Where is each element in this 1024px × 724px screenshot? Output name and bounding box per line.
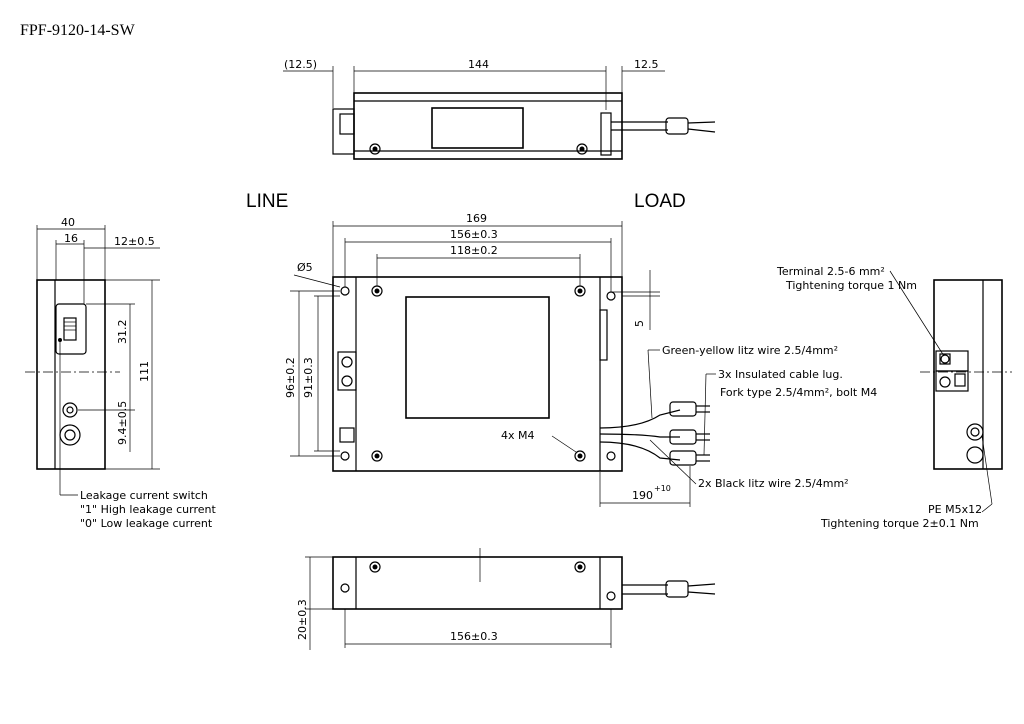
terminal-note-line1: Terminal 2.5-6 mm² (776, 265, 885, 278)
bottom-view: 20±0.3 156±0.3 (296, 548, 716, 650)
bottom-dim-height: 20±0.3 (296, 599, 309, 640)
top-dim-left: (12.5) (284, 58, 317, 71)
left-dim-width: 40 (61, 216, 75, 229)
right-view (920, 279, 1012, 470)
line-label: LINE (246, 191, 288, 212)
front-cable-length: 190 (632, 489, 653, 502)
switch-note-line1: Leakage current switch (80, 489, 208, 502)
front-dim-right-small: 5 (633, 320, 646, 327)
front-screws-label: 4x M4 (501, 429, 535, 442)
drawing-title: FPF-9120-14-SW (20, 22, 135, 39)
front-view: 169 156±0.3 118±0.2 Ø5 5 96±0.2 91±0.3 4… (284, 212, 710, 507)
front-dim-outer: 156±0.3 (450, 228, 498, 241)
left-dim-31: 31.2 (116, 320, 129, 345)
terminal-note-line2: Tightening torque 1 Nm (785, 279, 917, 292)
cable-lug-note-line2: Fork type 2.5/4mm², bolt M4 (720, 386, 877, 399)
front-cable-length-tol: +10 (654, 484, 671, 493)
load-label: LOAD (634, 191, 686, 212)
front-dim-height-inner: 91±0.3 (302, 357, 315, 398)
front-dim-height-outer: 96±0.2 (284, 357, 297, 398)
front-dim-overall: 169 (466, 212, 487, 225)
green-yellow-wire-note: Green-yellow litz wire 2.5/4mm² (662, 344, 838, 357)
top-dim-width: 144 (468, 58, 489, 71)
top-view: (12.5) 144 12.5 (283, 58, 716, 160)
pe-note-line1: PE M5x12 (928, 503, 982, 516)
switch-note-line3: "0" Low leakage current (80, 517, 213, 530)
switch-note-line2: "1" High leakage current (80, 503, 216, 516)
cable-lug-note-line1: 3x Insulated cable lug. (718, 368, 843, 381)
left-dim-111: 111 (138, 361, 151, 382)
left-dim-12: 12±0.5 (114, 235, 155, 248)
left-dim-16: 16 (64, 232, 78, 245)
top-dim-right: 12.5 (634, 58, 659, 71)
left-view: 40 16 12±0.5 111 31.2 9.4±0.5 (25, 216, 160, 496)
left-dim-94: 9.4±0.5 (116, 401, 129, 445)
black-wire-note: 2x Black litz wire 2.5/4mm² (698, 477, 849, 490)
front-dim-inner: 118±0.2 (450, 244, 498, 257)
front-dim-hole: Ø5 (297, 261, 313, 274)
bottom-dim-width: 156±0.3 (450, 630, 498, 643)
pe-note-line2: Tightening torque 2±0.1 Nm (820, 517, 979, 530)
